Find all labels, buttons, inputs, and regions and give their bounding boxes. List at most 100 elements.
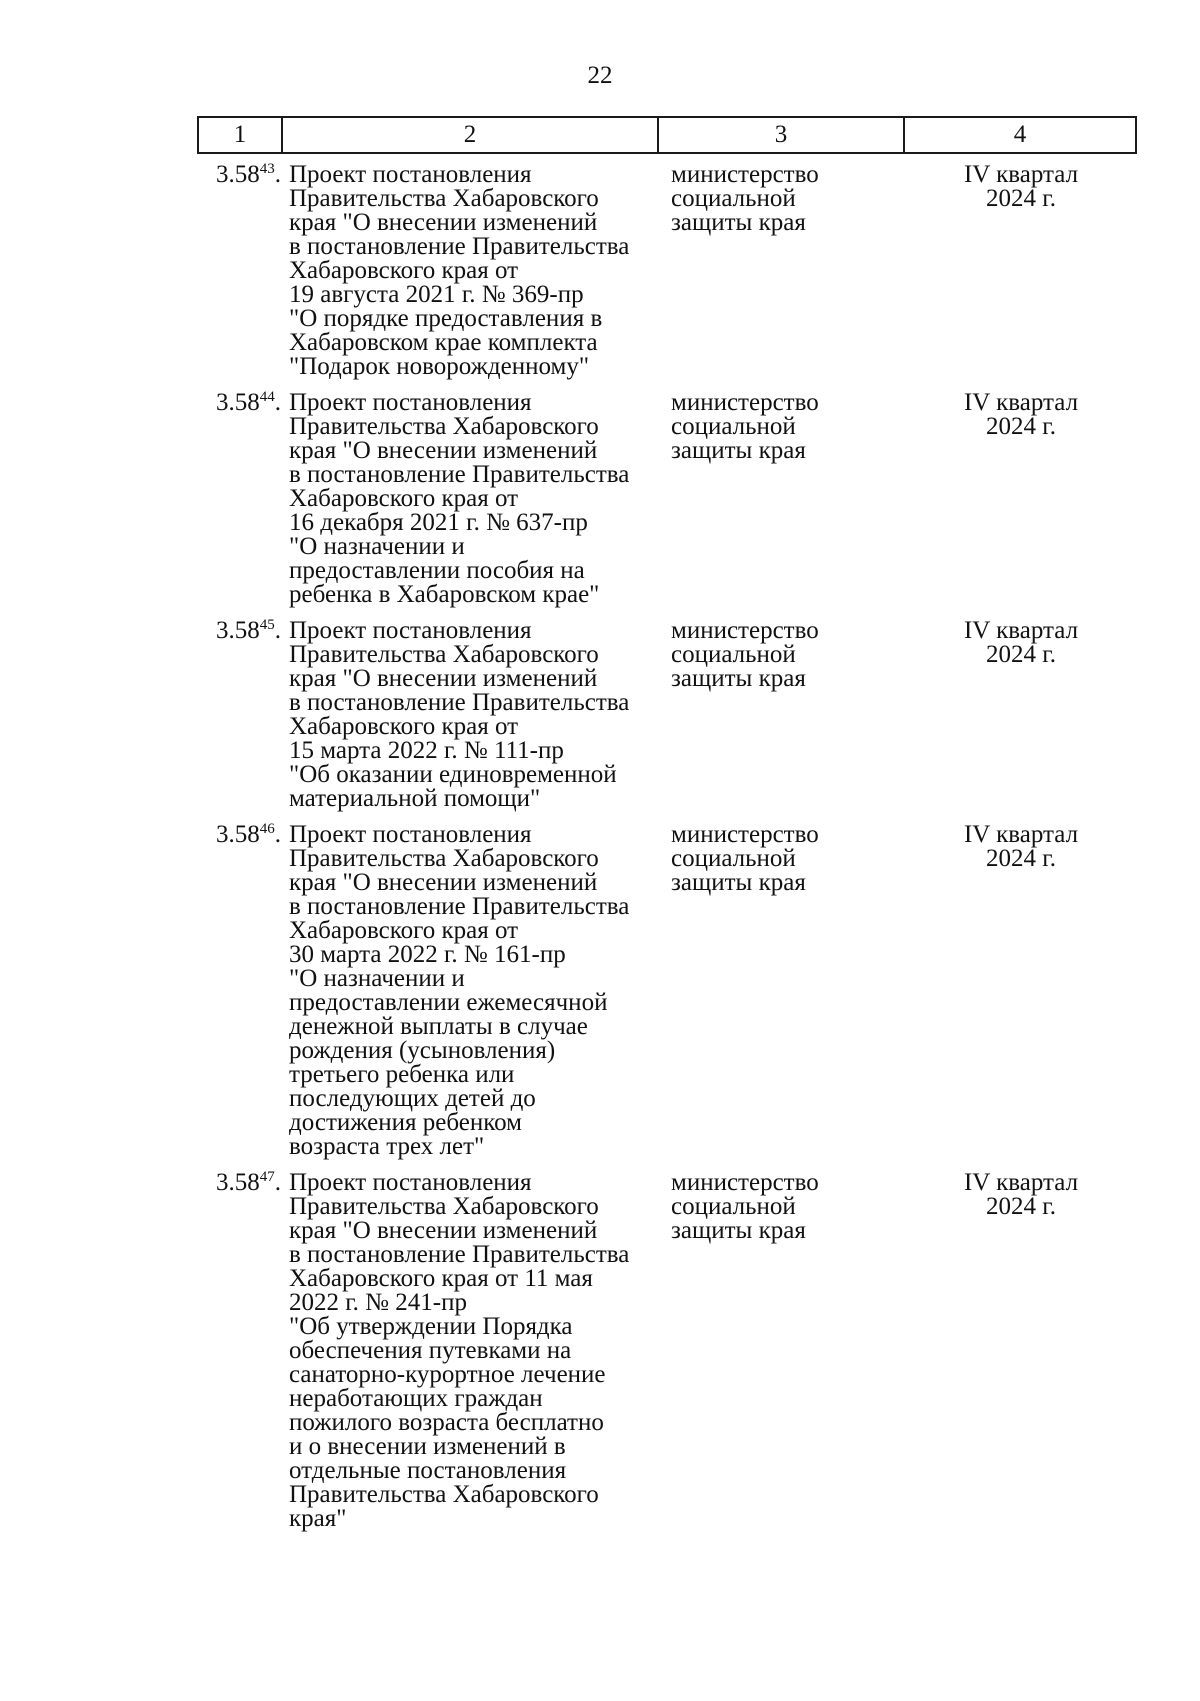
item-description-line: Правительства Хабаровского — [289, 845, 599, 872]
item-executor-line: защиты края — [671, 209, 806, 236]
item-description-line: Проект постановления — [289, 617, 532, 644]
item-description-line: края "О внесении изменений — [289, 437, 598, 464]
item-description-line: в постановление Правительства — [289, 893, 630, 920]
item-description-line: Правительства Хабаровского — [289, 1481, 599, 1508]
item-description-line: Хабаровского края от 11 мая — [289, 1265, 593, 1292]
item-description-line: "Об оказании единовременной — [289, 761, 617, 788]
item-deadline-line: 2024 г. — [986, 641, 1056, 668]
item-description-line: края "О внесении изменений — [289, 209, 598, 236]
item-executor-line: защиты края — [671, 437, 806, 464]
item-description-line: Проект постановления — [289, 161, 532, 188]
item-description-line: рождения (усыновления) — [289, 1037, 556, 1064]
item-deadline-line: 2024 г. — [986, 413, 1056, 440]
item-description-line: края "О внесении изменений — [289, 665, 598, 692]
item-executor-line: защиты края — [671, 1217, 806, 1244]
item-executor-line: министерство — [671, 821, 819, 848]
item-description-line: края "О внесении изменений — [289, 1217, 598, 1244]
item-number-superscript: 46 — [259, 821, 275, 837]
item-description-line: 15 марта 2022 г. № 111-пр — [289, 737, 564, 764]
item-description-line: материальной помощи" — [289, 785, 541, 812]
item-executor-line: социальной — [671, 185, 796, 212]
item-description-line: "Об утверждении Порядка — [289, 1313, 573, 1340]
item-executor-line: министерство — [671, 389, 819, 416]
item-description-line: предоставлении ежемесячной — [289, 989, 608, 1016]
item-deadline-line: IV квартал — [963, 617, 1079, 644]
column-header-table: 1 2 3 4 — [197, 116, 1137, 154]
item-description-line: последующих детей до — [289, 1085, 536, 1112]
item-description-line: 2022 г. № 241-пр — [289, 1289, 467, 1316]
item-number-superscript: 47 — [259, 1169, 275, 1185]
item-description-line: в постановление Правительства — [289, 1241, 630, 1268]
item-description-line: неработающих граждан — [289, 1385, 543, 1412]
item-description-line: края "О внесении изменений — [289, 869, 598, 896]
item-description-line: предоставлении пособия на — [289, 557, 585, 584]
item-number-dot: . — [274, 821, 281, 848]
item-description-line: Хабаровского края от — [289, 485, 519, 512]
item-description-line: края" — [289, 1505, 347, 1532]
item-description-line: в постановление Правительства — [289, 233, 630, 260]
item-number-superscript: 43 — [259, 161, 275, 177]
item-deadline-line: IV квартал — [963, 161, 1079, 188]
item-executor-line: защиты края — [671, 665, 806, 692]
item-description-line: Правительства Хабаровского — [289, 641, 599, 668]
item-number-dot: . — [274, 617, 281, 644]
item-deadline-line: 2024 г. — [986, 1193, 1056, 1220]
item-description-line: Правительства Хабаровского — [289, 185, 599, 212]
item-executor-line: социальной — [671, 413, 796, 440]
column-header-4: 4 — [903, 116, 1137, 154]
item-number: 3.5844. — [197, 389, 285, 607]
item-deadline-line: IV квартал — [963, 1169, 1079, 1196]
item-number: 3.5845. — [197, 617, 285, 811]
item-description-line: 30 марта 2022 г. № 161-пр — [289, 941, 566, 968]
item-number: 3.5843. — [197, 161, 285, 379]
page-number: 22 — [587, 62, 613, 89]
item-deadline-line: IV квартал — [963, 821, 1079, 848]
item-number: 3.5846. — [197, 821, 285, 1159]
column-header-2: 2 — [281, 116, 659, 154]
item-description-line: "О назначении и — [289, 533, 465, 560]
item-description-line: Проект постановления — [289, 389, 532, 416]
item-description-line: Хабаровском крае комплекта — [289, 329, 598, 356]
item-description-line: 16 декабря 2021 г. № 637-пр — [289, 509, 588, 536]
item-deadline-line: 2024 г. — [986, 845, 1056, 872]
item-executor-line: социальной — [671, 845, 796, 872]
item-description-line: и о внесении изменений в — [289, 1433, 566, 1460]
item-number-base: 3.58 — [216, 161, 260, 188]
item-number-base: 3.58 — [216, 389, 260, 416]
item-number-superscript: 44 — [259, 389, 275, 405]
item-number-dot: . — [274, 161, 281, 188]
item-number-base: 3.58 — [216, 821, 260, 848]
item-executor-line: социальной — [671, 641, 796, 668]
item-executor-line: социальной — [671, 1193, 796, 1220]
item-description-line: отдельные постановления — [289, 1457, 567, 1484]
item-description-line: Хабаровского края от — [289, 917, 519, 944]
item-executor-line: министерство — [671, 617, 819, 644]
item-number-base: 3.58 — [216, 617, 260, 644]
item-number-superscript: 45 — [259, 617, 275, 633]
item-executor-line: министерство — [671, 1169, 819, 1196]
item-description-line: Хабаровского края от — [289, 257, 519, 284]
item-description-line: обеспечения путевками на — [289, 1337, 572, 1364]
column-header-row: 1 2 3 4 — [197, 116, 1137, 154]
item-description-line: Хабаровского края от — [289, 713, 519, 740]
item-deadline-line: 2024 г. — [986, 185, 1056, 212]
item-description-line: в постановление Правительства — [289, 461, 630, 488]
item-description-line: "О порядке предоставления в — [289, 305, 603, 332]
item-description-line: "Подарок новорожденному" — [289, 353, 590, 380]
